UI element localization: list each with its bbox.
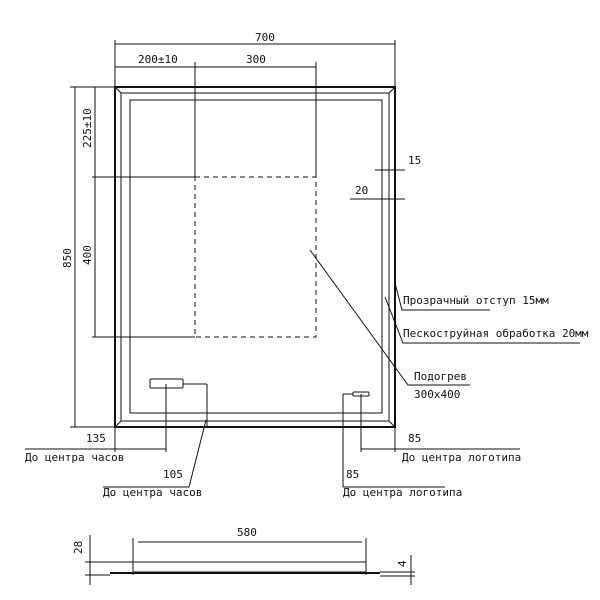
dim-side-width: 580 xyxy=(237,526,257,539)
side-frame xyxy=(132,561,367,573)
label-logo-center-1: До центра логотипа xyxy=(402,451,521,464)
dimension-lines xyxy=(25,40,580,488)
label-clock-center-1: До центра часов xyxy=(25,451,124,464)
dim-heater-height: 400 xyxy=(81,245,94,265)
clear-border xyxy=(120,92,390,422)
dim-offset-top: 225±10 xyxy=(81,108,94,148)
label-clear-margin: Прозрачный отступ 15мм xyxy=(403,294,549,307)
dim-sandblast-margin: 20 xyxy=(355,184,368,197)
label-logo-center-2: До центра логотипа xyxy=(343,486,462,499)
dim-width: 700 xyxy=(255,31,275,44)
front-view xyxy=(92,62,396,428)
dim-logo-right: 85 xyxy=(408,432,421,445)
dim-offset-left: 200±10 xyxy=(138,53,178,66)
mirror-outline xyxy=(114,86,396,428)
label-heater-size: 300x400 xyxy=(414,388,460,401)
label-clock-center-2: До центра часов xyxy=(103,486,202,499)
heater-area xyxy=(194,176,317,338)
dim-clear-margin: 15 xyxy=(408,154,421,167)
sandblast-border xyxy=(129,99,383,414)
label-heater: Подогрев xyxy=(414,370,467,383)
dim-side-depth: 28 xyxy=(72,541,85,554)
dim-logo-bottom: 85 xyxy=(346,468,359,481)
label-sandblast: Пескоструйная обработка 20мм xyxy=(403,327,589,340)
dim-heater-width: 300 xyxy=(246,53,266,66)
dim-clock-left: 135 xyxy=(86,432,106,445)
dim-clock-bottom: 105 xyxy=(163,468,183,481)
side-view xyxy=(85,535,415,585)
dim-height: 850 xyxy=(61,248,74,268)
dim-side-thickness: 4 xyxy=(396,560,409,567)
